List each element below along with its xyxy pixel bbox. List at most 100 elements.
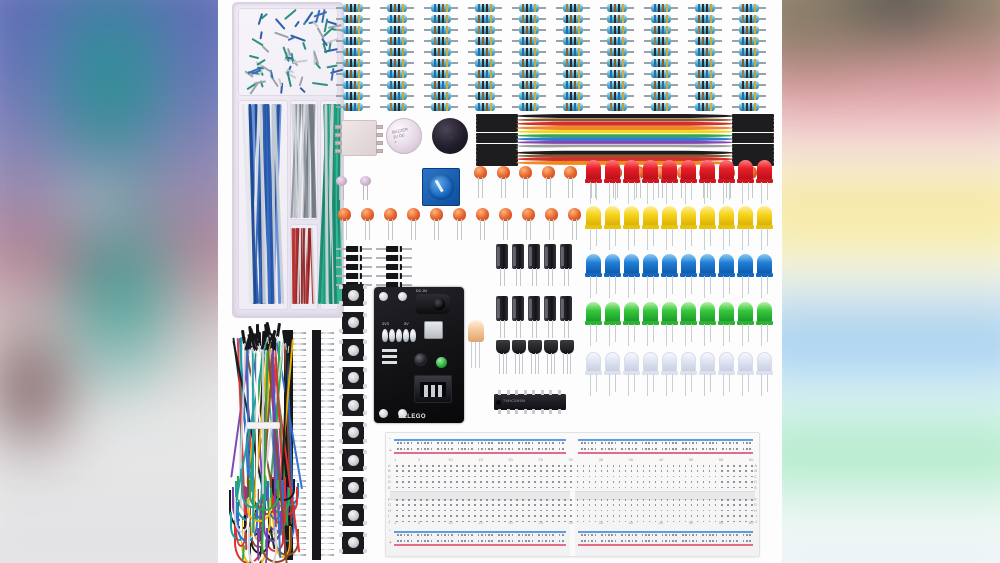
resistor-band [438,59,440,67]
tactile-button [342,367,364,389]
resistor-band [482,59,484,67]
rgb-led-lead [475,342,476,368]
breadboard-hole [492,476,494,478]
breadboard-hole [492,515,494,517]
breadboard-hole [751,499,753,501]
resistor-band [358,37,360,45]
resistor-band [522,92,524,100]
breadboard-hole [679,470,681,472]
breadboard-hole [739,476,741,478]
resistor-band [442,26,444,34]
breadboard-hole [703,515,705,517]
resistor-band [618,15,620,23]
resistor-band [662,37,664,45]
breadboard-hole [595,481,597,483]
breadboard-hole [637,487,639,489]
breadboard-rail-hole [655,540,657,542]
resistor-band [534,48,536,56]
breadboard-hole [420,470,422,472]
breadboard-hole [607,504,609,506]
breadboard-hole [564,476,566,478]
breadboard-row-label: C [388,474,391,479]
breadboard-hole [408,465,410,467]
breadboard-hole [577,465,579,467]
resistor-band [398,26,400,34]
led-row-yellow [586,206,776,252]
header-pin [321,378,334,380]
header-pin [321,355,334,357]
breadboard-rail-hole [397,442,399,444]
resistor-band [570,59,572,67]
resistor-band [658,37,660,45]
jumper-wire-bundle [232,322,306,560]
resistor-band [710,92,712,100]
electrolytic-capacitor [528,296,540,338]
resistor-band [570,81,572,89]
resistor-band [742,103,744,111]
resistor-band [658,59,660,67]
breadboard-rail-hole [729,442,731,444]
resistor-band [390,15,392,23]
resistor-band [702,4,704,12]
breadboard-hole [625,504,627,506]
breadboard-hole [643,481,645,483]
resistor-band [702,70,704,78]
breadboard-rail-hole [716,534,718,536]
dc-barrel-jack [416,294,450,314]
breadboard-hole [709,521,711,523]
breadboard-rail-hole [404,534,406,536]
breadboard-hole [462,504,464,506]
resistor-band [662,48,664,56]
resistor-band [654,15,656,23]
breadboard-hole [643,515,645,517]
resistor-band [354,15,356,23]
breadboard-rail-hole [538,534,540,536]
breadboard-hole [619,504,621,506]
led-yellow [643,206,658,250]
ic-chip-74hc595: 74HC595N [494,390,566,414]
breadboard-hole [486,470,488,472]
resistor-band [358,92,360,100]
led-white [738,352,753,396]
resistor-band [742,4,744,12]
resistor-band [434,4,436,12]
header-pin [321,514,334,516]
resistor-band [394,15,396,23]
breadboard-hole [456,499,458,501]
breadboard-rail-hole [545,448,547,450]
tactile-button-leg [363,329,367,333]
resistor-band [574,70,576,78]
breadboard-hole [534,476,536,478]
breadboard-hole [721,521,723,523]
breadboard-hole [661,476,663,478]
breadboard-hole [625,476,627,478]
breadboard-hole [456,510,458,512]
breadboard-hole [540,504,542,506]
breadboard-hole [426,470,428,472]
breadboard-rail-hole [532,442,534,444]
breadboard-rail-marker: + [389,448,392,454]
breadboard-rail-hole [424,442,426,444]
breadboard-rail-hole [421,540,423,542]
breadboard-row-label: E [754,485,757,490]
resistor-band [578,59,580,67]
breadboard-hole [595,476,597,478]
breadboard-hole [432,515,434,517]
breadboard-hole [619,481,621,483]
resistor-band [394,103,396,111]
breadboard-hole [396,481,398,483]
breadboard-rail-hole [444,442,446,444]
breadboard-rail-hole [706,540,708,542]
breadboard-hole [637,481,639,483]
breadboard-rail-hole [501,540,503,542]
resistor-band [742,81,744,89]
breadboard-rail-hole [726,448,728,450]
header-pin [321,469,334,471]
breadboard-rail-hole [441,534,443,536]
photoresistor [360,176,371,200]
resistor-band [402,81,404,89]
resistor-band [666,92,668,100]
breadboard-rail-hole [749,540,751,542]
breadboard-rail-hole [404,540,406,542]
potentiometer [422,168,460,206]
